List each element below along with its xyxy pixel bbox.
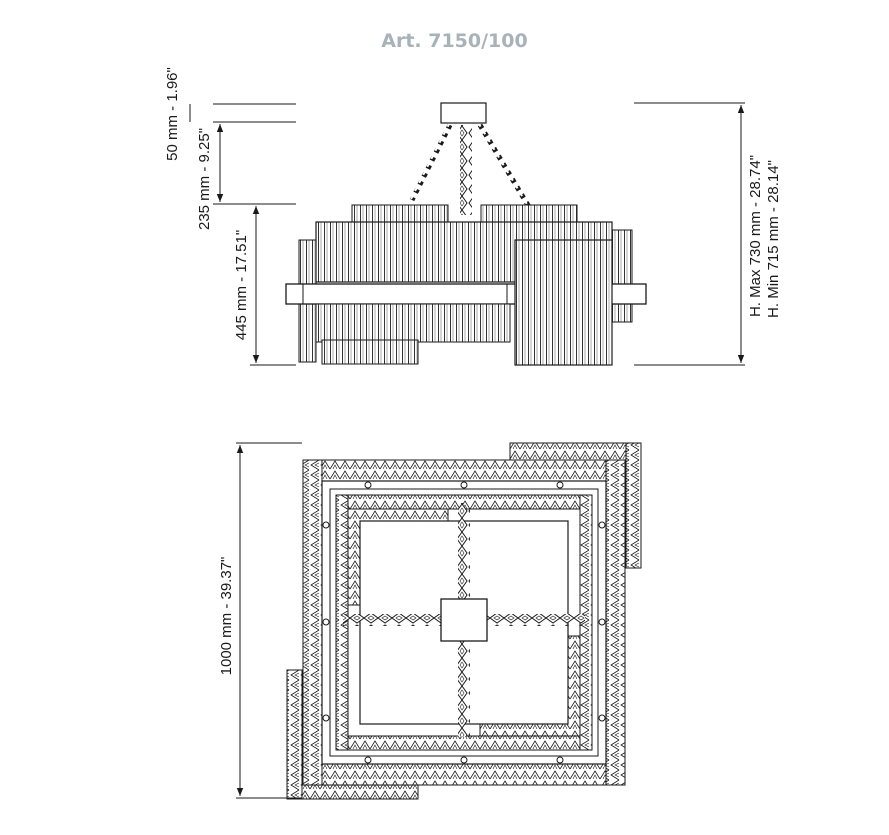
canopy-plate xyxy=(440,598,488,642)
dim-label-top: 50 mm - 1.96" xyxy=(164,67,181,161)
crystal-tier-lower-left xyxy=(315,303,511,343)
crystal-tier-bottom-left xyxy=(321,339,419,365)
outer-band-bottom xyxy=(302,763,626,786)
article-title: Art. 7150/100 xyxy=(381,30,528,52)
outer-band-top xyxy=(302,459,626,482)
ring-bolts xyxy=(322,481,606,764)
crystal-side-right xyxy=(611,229,633,323)
corner-trim-left xyxy=(286,669,303,799)
outer-band-right xyxy=(605,459,626,786)
chain-arm-bottom xyxy=(458,641,470,737)
chain-arm-top xyxy=(458,503,470,599)
canopy xyxy=(440,102,487,124)
crystal-block-right xyxy=(514,239,613,366)
dim-label-body: 445 mm - 17.51" xyxy=(233,230,250,340)
chain-arm-right xyxy=(487,614,585,626)
inner-band-bottom xyxy=(335,735,593,751)
outer-band-left xyxy=(302,459,323,786)
dim-label-width: 1000 mm - 39.37" xyxy=(218,557,235,676)
chain-arm-left xyxy=(343,614,441,626)
suspension-chains xyxy=(409,123,541,224)
plan-view xyxy=(236,442,642,800)
dim-label-chain: 235 mm - 9.25" xyxy=(196,128,213,230)
elevation-view xyxy=(189,102,745,366)
height-max-label: H. Max 730 mm - 28.74" xyxy=(747,155,764,317)
corner-trim-right xyxy=(625,442,642,569)
height-min-label: H. Min 715 mm - 28.14" xyxy=(765,160,782,318)
